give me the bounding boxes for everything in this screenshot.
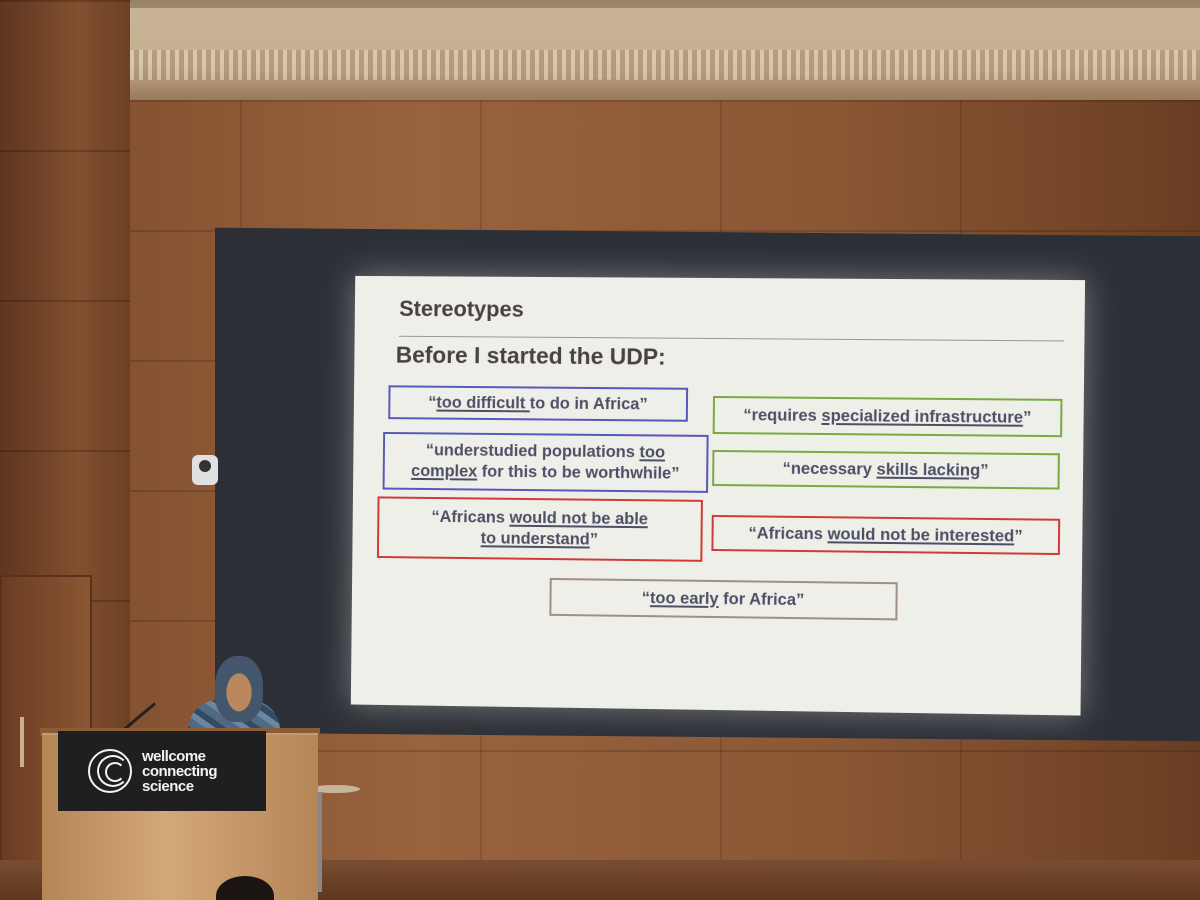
ceiling <box>0 0 1200 110</box>
quote-fragment: “ <box>428 393 437 412</box>
podium-logo-text: wellcome connecting science <box>142 747 218 795</box>
quote-not-able-to-understand: “Africans would not be able to understan… <box>376 496 703 562</box>
quote-fragment: to do in Africa” <box>529 394 648 414</box>
slide-divider <box>398 335 1065 342</box>
quote-text: “understudied populations too complex fo… <box>396 440 694 484</box>
quote-fragment: for Africa” <box>718 589 805 609</box>
quote-not-interested: “Africans would not be interested” <box>711 514 1061 556</box>
quote-text: “Africans would not be able to understan… <box>428 507 651 551</box>
quote-too-complex: “understudied populations too complex fo… <box>382 431 709 493</box>
slide-heading: Stereotypes <box>399 296 524 322</box>
logo-line-2: connecting <box>142 762 218 780</box>
quote-fragment: “ <box>641 588 651 607</box>
quote-fragment: “requires <box>743 405 822 425</box>
underlined-phrase: too early <box>649 588 719 608</box>
speaker-head <box>215 656 263 722</box>
quote-fragment: ” <box>980 461 989 480</box>
podium-sign: wellcome connecting science <box>58 731 266 811</box>
underlined-phrase: too difficult <box>436 393 530 413</box>
slide-subheading: Before I started the UDP: <box>395 341 666 370</box>
quote-fragment: ” <box>1022 408 1032 427</box>
logo-line-1: wellcome <box>142 747 206 765</box>
quote-text: “necessary skills lacking” <box>782 458 988 481</box>
quote-text: “requires specialized infrastructure” <box>743 405 1031 428</box>
quote-text: “too difficult to do in Africa” <box>428 392 648 414</box>
wall-camera <box>192 455 218 485</box>
door-handle <box>20 717 24 767</box>
quote-text: “Africans would not be interested” <box>748 523 1022 547</box>
quote-fragment: ” <box>589 530 599 549</box>
quote-fragment: ” <box>1014 527 1023 546</box>
stool-seat <box>310 785 360 793</box>
quote-fragment: “Africans <box>748 524 828 543</box>
underlined-phrase: specialized infrastructure <box>821 406 1024 427</box>
quote-skills-lacking: “necessary skills lacking” <box>712 449 1060 490</box>
quote-specialized-infrastructure: “requires specialized infrastructure” <box>712 395 1063 438</box>
quote-text: “too early for Africa” <box>642 588 805 611</box>
quote-fragment: “necessary <box>782 459 877 479</box>
presentation-slide: Stereotypes Before I started the UDP: “t… <box>350 275 1086 716</box>
logo-line-3: science <box>142 777 194 795</box>
quote-fragment: for this to be worthwhile” <box>477 462 680 483</box>
quote-too-early: “too early for Africa” <box>549 577 898 621</box>
quote-fragment: “understudied populations <box>425 441 640 462</box>
underlined-phrase: skills lacking <box>876 460 981 480</box>
wellcome-logo-icon <box>88 749 132 793</box>
underlined-phrase: would not be interested <box>827 524 1015 546</box>
quote-too-difficult: “too difficult to do in Africa” <box>388 385 689 422</box>
quote-fragment: “Africans <box>431 508 510 528</box>
stool-leg <box>318 792 322 892</box>
